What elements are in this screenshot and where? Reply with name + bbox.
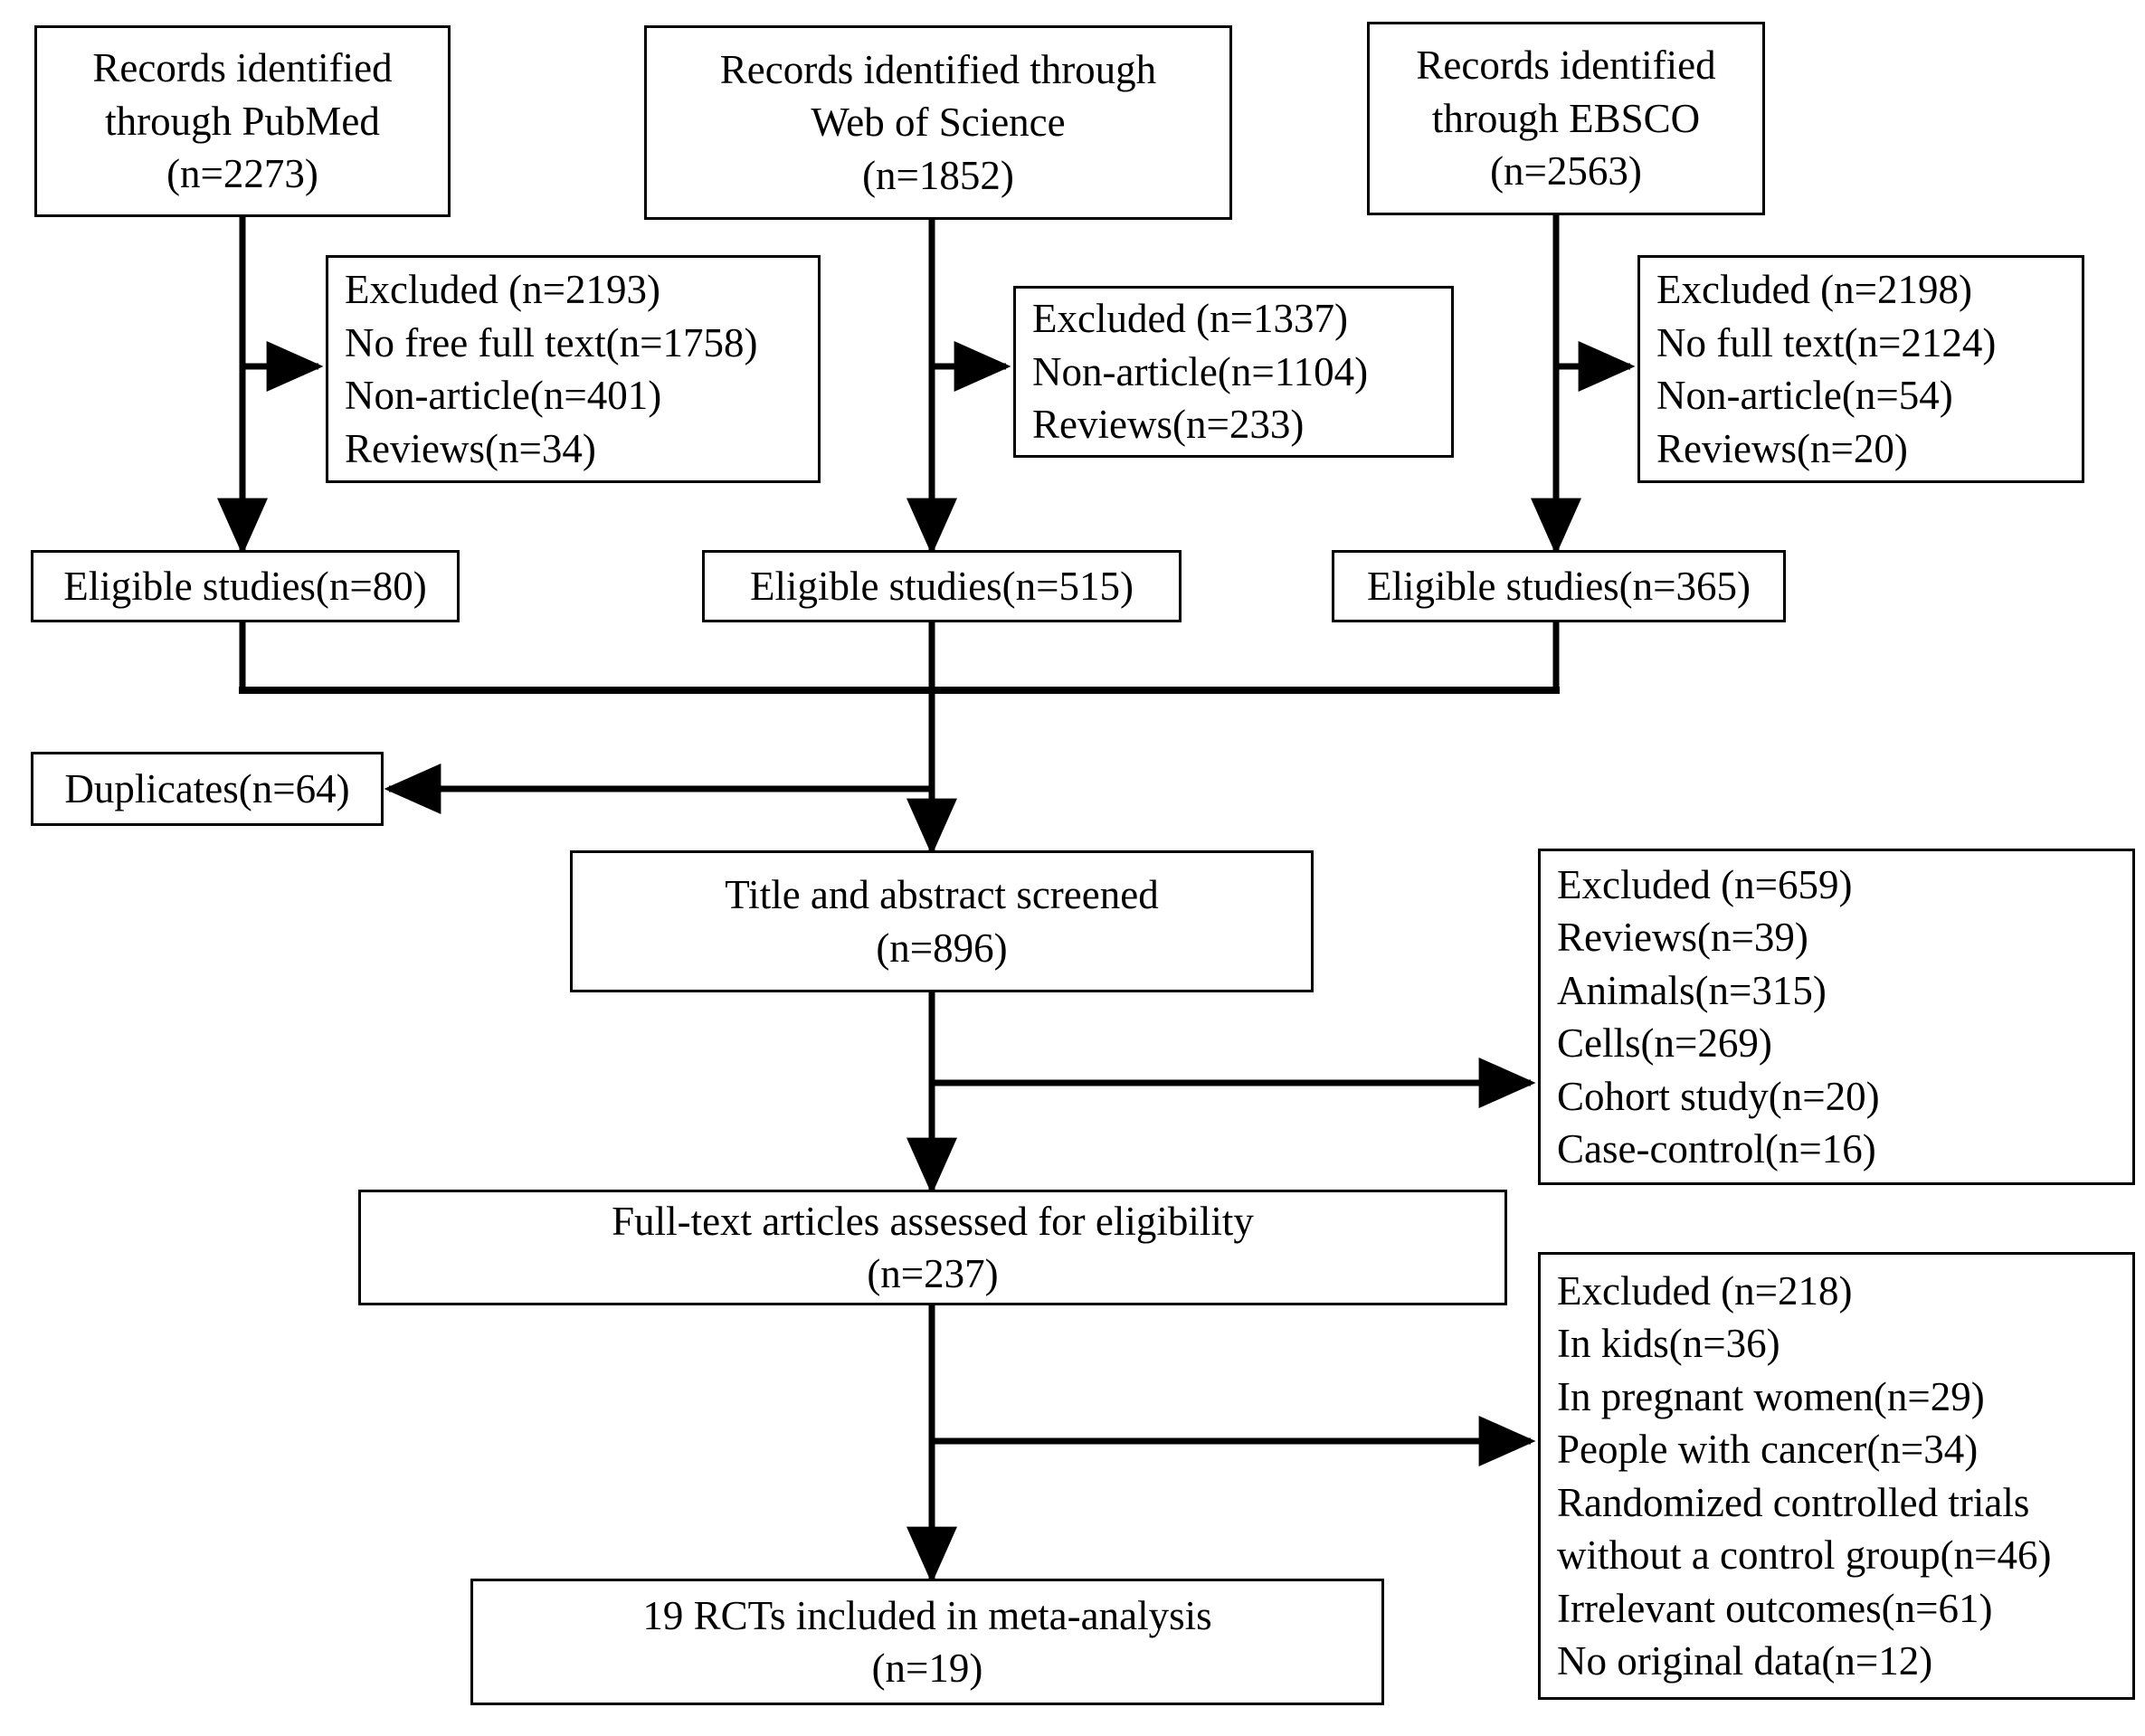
excluded-screening-line-3: Animals(n=315) [1557,967,1827,1013]
screened-line-2: (n=896) [876,925,1008,971]
node-screened[interactable]: Title and abstract screened (n=896) [570,850,1314,992]
node-source-pubmed[interactable]: Records identified through PubMed (n=227… [34,25,451,217]
source-pubmed-line-3: (n=2273) [166,151,318,197]
excluded-wos-line-1: Excluded (n=1337) [1032,296,1349,342]
node-excluded-wos[interactable]: Excluded (n=1337) Non-article(n=1104) Re… [1013,286,1454,458]
source-ebsco-line-3: (n=2563) [1490,148,1642,194]
excluded-fulltext-line-1: Excluded (n=218) [1557,1267,1853,1314]
source-pubmed-line-2: through PubMed [105,98,380,144]
source-wos-line-1: Records identified through [719,46,1157,92]
excluded-wos-line-3: Reviews(n=233) [1032,402,1305,448]
connector-merge-eligible [239,622,1560,694]
node-eligible-wos[interactable]: Eligible studies(n=515) [702,550,1182,622]
source-wos-line-2: Web of Science [811,100,1066,146]
excluded-screening-line-6: Case-control(n=16) [1557,1126,1876,1172]
excluded-ebsco-line-2: No full text(n=2124) [1656,319,1997,365]
node-eligible-pubmed[interactable]: Eligible studies(n=80) [31,550,460,622]
excluded-pubmed-line-3: Non-article(n=401) [345,373,662,418]
excluded-fulltext-line-7: No original data(n=12) [1557,1638,1933,1684]
excluded-screening-line-1: Excluded (n=659) [1557,861,1853,907]
connector-pubmed-to-eligible [217,217,324,555]
eligible-wos-label: Eligible studies(n=515) [749,563,1134,609]
excluded-fulltext-line-2: In kids(n=36) [1557,1321,1780,1366]
connector-trunk-to-screened [384,690,957,856]
fulltext-line-1: Full-text articles assessed for eligibil… [612,1198,1254,1244]
excluded-screening-line-4: Cells(n=269) [1557,1020,1772,1066]
node-fulltext[interactable]: Full-text articles assessed for eligibil… [358,1190,1507,1305]
node-source-ebsco[interactable]: Records identified through EBSCO (n=2563… [1367,22,1765,215]
excluded-fulltext-line-3: In pregnant women(n=29) [1557,1373,1985,1419]
node-eligible-ebsco[interactable]: Eligible studies(n=365) [1332,550,1786,622]
connector-screened-to-fulltext [906,992,1536,1195]
excluded-wos-line-2: Non-article(n=1104) [1032,348,1369,394]
excluded-pubmed-line-1: Excluded (n=2193) [345,267,661,312]
excluded-ebsco-line-3: Non-article(n=54) [1656,373,1953,418]
excluded-screening-line-2: Reviews(n=39) [1557,915,1808,960]
excluded-fulltext-line-6: Irrelevant outcomes(n=61) [1557,1585,1993,1631]
excluded-ebsco-line-1: Excluded (n=2198) [1656,267,1973,312]
duplicates-label: Duplicates(n=64) [64,765,350,811]
excluded-pubmed-line-2: No free full text(n=1758) [345,319,758,365]
node-excluded-ebsco[interactable]: Excluded (n=2198) No full text(n=2124) N… [1637,255,2084,483]
node-excluded-fulltext[interactable]: Excluded (n=218) In kids(n=36) In pregna… [1538,1252,2135,1700]
source-pubmed-line-1: Records identified [92,45,393,91]
included-line-1: 19 RCTs included in meta-analysis [642,1592,1212,1638]
node-duplicates[interactable]: Duplicates(n=64) [31,752,384,826]
node-source-wos[interactable]: Records identified through Web of Scienc… [644,25,1232,220]
source-ebsco-line-2: through EBSCO [1431,95,1701,141]
excluded-fulltext-line-4: People with cancer(n=34) [1557,1427,1979,1472]
fulltext-line-2: (n=237) [867,1251,999,1296]
eligible-ebsco-label: Eligible studies(n=365) [1366,563,1751,609]
connector-ebsco-to-eligible [1531,215,1636,555]
source-wos-line-3: (n=1852) [862,152,1014,198]
included-line-2: (n=19) [871,1646,983,1691]
connector-fulltext-to-included [906,1305,1536,1584]
source-ebsco-line-1: Records identified [1416,43,1716,89]
node-excluded-screening[interactable]: Excluded (n=659) Reviews(n=39) Animals(n… [1538,849,2135,1185]
eligible-pubmed-label: Eligible studies(n=80) [63,563,427,609]
excluded-pubmed-line-4: Reviews(n=34) [345,425,596,471]
excluded-screening-line-5: Cohort study(n=20) [1557,1073,1880,1119]
connector-wos-to-eligible [906,220,1011,555]
excluded-fulltext-line-5: Randomized controlled trials without a c… [1557,1479,2052,1579]
screened-line-1: Title and abstract screened [725,872,1159,917]
node-excluded-pubmed[interactable]: Excluded (n=2193) No free full text(n=17… [326,255,821,483]
node-included[interactable]: 19 RCTs included in meta-analysis (n=19) [470,1579,1384,1705]
excluded-ebsco-line-4: Reviews(n=20) [1656,425,1908,471]
